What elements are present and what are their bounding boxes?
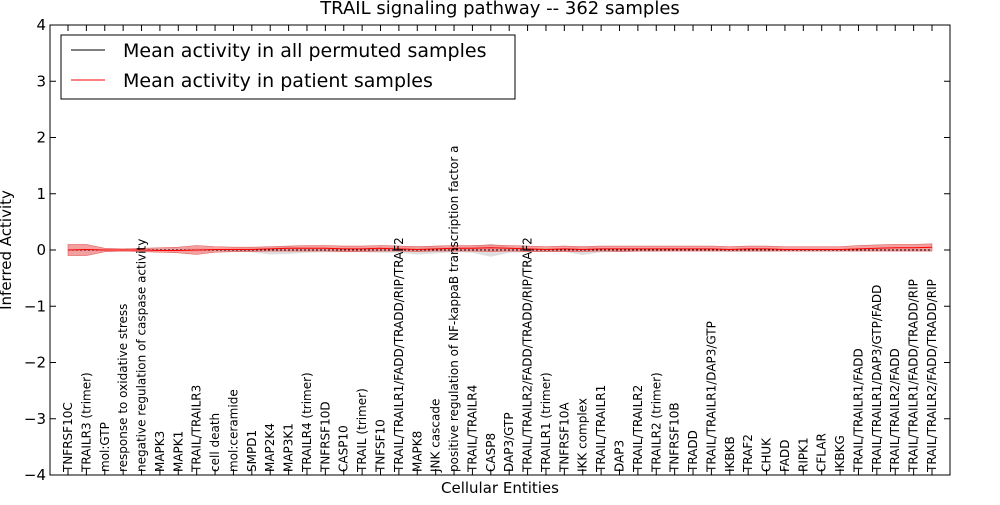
x-tick-label: DAP3 <box>612 440 626 472</box>
x-tick-label: TRAIL/TRAILR1/FADD/TRADD/RIP/TRAF2 <box>392 237 406 473</box>
x-tick-label: TNFSF10 <box>374 419 388 473</box>
legend: Mean activity in all permuted samplesMea… <box>60 34 516 100</box>
x-tick-label: TRAIL/TRAILR2 <box>631 385 645 473</box>
x-tick-label: MAPK1 <box>171 431 185 472</box>
x-tick-label: TRAILR1 (trimer) <box>539 372 553 473</box>
x-tick-label: TRAIL/TRAILR1/FADD <box>851 348 865 473</box>
y-axis-label: Inferred Activity <box>0 190 15 310</box>
x-tick-label: response to oxidative stress <box>116 304 130 472</box>
x-tick-label: CASP10 <box>337 425 351 472</box>
x-tick-label: TRAILR4 (trimer) <box>300 372 314 473</box>
y-tick-label: −4 <box>24 466 46 484</box>
x-tick-label: TRAIL/TRAILR1 <box>594 385 608 473</box>
x-tick-label: negative regulation of caspase activity <box>135 239 149 472</box>
x-tick-label: MAP2K4 <box>263 423 277 472</box>
x-tick-label: JNK cascade <box>429 399 443 473</box>
x-tick-label: DAP3/GTP <box>502 412 516 472</box>
x-tick-label: TNFRSF10A <box>557 402 571 473</box>
x-tick-label: TNFRSF10D <box>318 401 332 473</box>
x-tick-label: TRAIL/TRAILR4 <box>465 385 479 473</box>
x-tick-label: MAPK8 <box>410 431 424 472</box>
x-tick-label: TNFRSF10B <box>668 402 682 473</box>
x-tick-label: IKK complex <box>576 398 590 472</box>
x-tick-label: TRADD <box>686 430 700 473</box>
x-tick-label: CHUK <box>760 437 774 472</box>
x-tick-label: mol:GTP <box>98 422 112 472</box>
x-tick-label: TRAIL/TRAILR2/FADD/TRADD/RIP/TRAF2 <box>521 237 535 473</box>
x-tick-label: RIPK1 <box>796 437 810 472</box>
x-tick-label: SMPD1 <box>245 430 259 472</box>
x-tick-label: CASP8 <box>484 433 498 472</box>
chart-title: TRAIL signaling pathway -- 362 samples <box>319 0 680 19</box>
y-tick-label: 2 <box>36 129 46 147</box>
series-line-patient <box>67 246 933 252</box>
y-tick-label: −1 <box>24 297 46 315</box>
x-tick-label: IKBKG <box>833 435 847 472</box>
x-tick-label: TRAILR3 (trimer) <box>79 372 93 473</box>
x-tick-label: TRAIL (trimer) <box>355 388 369 473</box>
legend-label: Mean activity in all permuted samples <box>123 40 486 62</box>
x-tick-label: TRAIL/TRAILR1/DAP3/GTP <box>704 321 718 473</box>
x-tick-label: TNFRSF10C <box>61 402 75 473</box>
x-tick-label: TRAIL/TRAILR1/FADD/TRADD/RIP <box>907 279 921 473</box>
y-tick-label: 3 <box>36 72 46 90</box>
legend-label: Mean activity in patient samples <box>123 70 433 92</box>
x-tick-label: TRAIL/TRAILR2/FADD/TRADD/RIP <box>925 279 939 473</box>
y-tick-label: 0 <box>36 241 46 259</box>
x-tick-label: IKBKB <box>723 436 737 472</box>
y-tick-label: 1 <box>36 185 46 203</box>
x-tick-label: TRAF2 <box>741 434 755 473</box>
legend-box <box>60 34 516 100</box>
x-tick-label: TRAIL/TRAILR1/DAP3/GTP/FADD <box>870 285 884 473</box>
x-tick-label: MAP3K1 <box>282 423 296 472</box>
x-tick-label: mol:ceramide <box>226 389 240 472</box>
x-tick-label: CFLAR <box>815 433 829 472</box>
y-tick-label: −3 <box>24 410 46 428</box>
x-tick-label: positive regulation of NF-kappaB transcr… <box>447 146 461 472</box>
x-tick-label: TRAILR2 (trimer) <box>649 372 663 473</box>
x-tick-label: MAPK3 <box>153 431 167 472</box>
x-tick-label: FADD <box>778 440 792 473</box>
x-tick-label: cell death <box>208 413 222 472</box>
x-tick-label: TRAIL/TRAILR3 <box>190 385 204 473</box>
x-tick-label: TRAIL/TRAILR2/FADD <box>888 348 902 473</box>
y-tick-label: 4 <box>36 16 46 34</box>
y-tick-label: −2 <box>24 354 46 372</box>
x-axis-label: Cellular Entities <box>441 479 559 497</box>
